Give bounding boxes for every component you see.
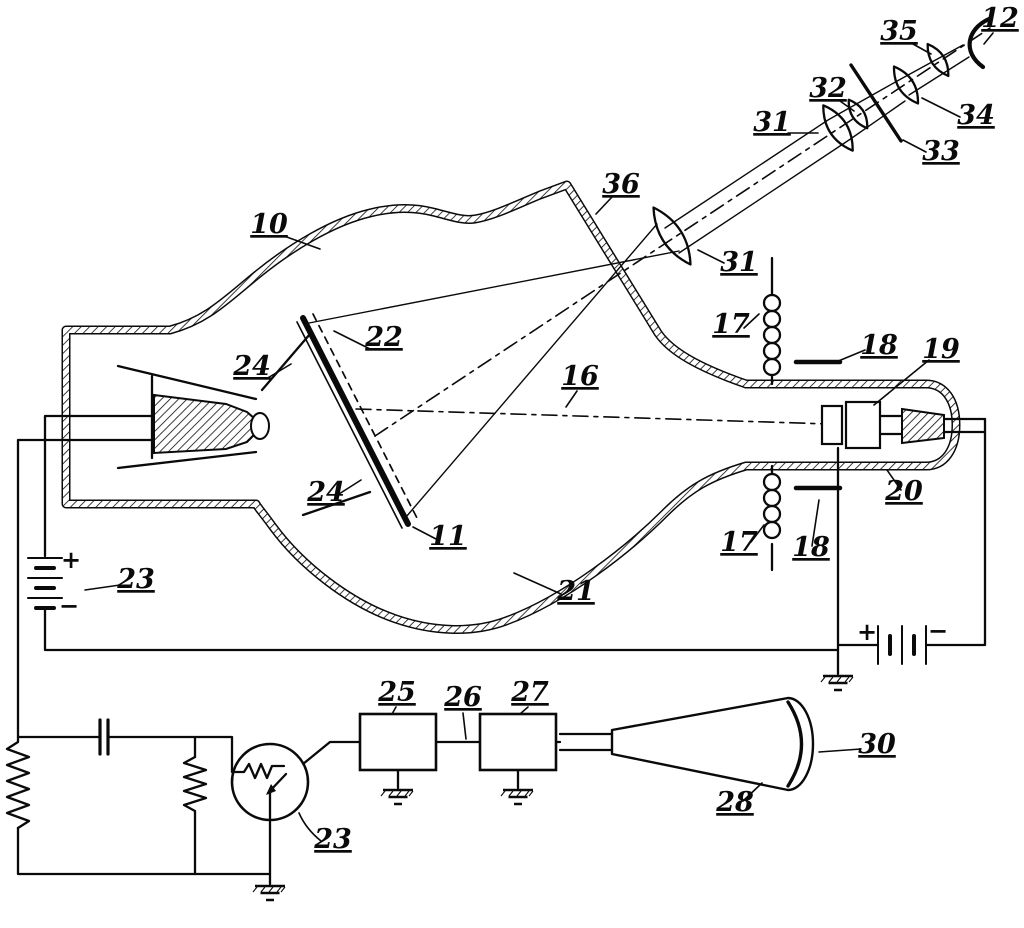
focusing-coil-top bbox=[762, 256, 782, 386]
support-struts bbox=[260, 332, 372, 517]
ref-label-23-tube: 23 bbox=[313, 824, 352, 855]
battery-right-plus-sign: + bbox=[857, 617, 877, 646]
gun-electrode-small bbox=[820, 404, 844, 446]
ref-label-36: 36 bbox=[602, 169, 640, 200]
capacitor bbox=[98, 718, 110, 756]
horn-throat bbox=[558, 732, 614, 752]
ref-label-26: 26 bbox=[443, 682, 482, 713]
ground-icon bbox=[499, 788, 535, 806]
box-27 bbox=[478, 712, 558, 772]
lens-32 bbox=[847, 98, 869, 130]
ref-label-25: 25 bbox=[377, 677, 416, 708]
ref-label-28: 28 bbox=[715, 787, 754, 818]
ref-label-24-top: 24 bbox=[232, 351, 271, 382]
ground-icon bbox=[379, 788, 415, 806]
tube-envelope bbox=[61, 180, 961, 634]
ref-label-18-top: 18 bbox=[860, 330, 898, 361]
reference-numerals: 10 36 31 31 32 33 34 35 12 22 24 24 11 1… bbox=[59, 3, 1019, 855]
stem-press bbox=[153, 393, 256, 455]
battery-right-minus-sign: − bbox=[928, 616, 948, 645]
tube-cathode-arrow bbox=[266, 784, 276, 795]
electron-gun bbox=[820, 400, 987, 450]
gun-press bbox=[901, 407, 945, 445]
battery-left-plus-sign: + bbox=[61, 545, 81, 574]
ref-label-17-bottom: 17 bbox=[720, 527, 758, 558]
circuit-wiring bbox=[16, 414, 987, 886]
lens-31-first bbox=[652, 206, 692, 266]
deflection-system bbox=[762, 256, 843, 572]
battery-left-minus-sign: − bbox=[59, 591, 79, 620]
ref-label-11: 11 bbox=[429, 521, 467, 552]
ref-label-21: 21 bbox=[556, 576, 595, 607]
ref-label-30: 30 bbox=[858, 729, 896, 760]
battery-right bbox=[877, 625, 927, 665]
scanning-beam-line bbox=[355, 408, 831, 425]
ref-label-17-top: 17 bbox=[712, 309, 750, 340]
mirror-back-line bbox=[296, 321, 403, 529]
ref-label-34: 34 bbox=[957, 100, 995, 131]
box-25 bbox=[358, 712, 438, 772]
ref-label-31-second: 31 bbox=[753, 107, 791, 138]
focusing-coil-bottom bbox=[762, 464, 782, 572]
ref-label-33: 33 bbox=[922, 136, 960, 167]
stem-electrode-tip bbox=[250, 412, 270, 440]
aperture-plate-33 bbox=[849, 63, 903, 143]
ref-label-16: 16 bbox=[561, 361, 599, 392]
ground-icon bbox=[251, 884, 287, 902]
leader-lines bbox=[84, 32, 994, 842]
axis-lines bbox=[308, 27, 991, 518]
ref-label-22: 22 bbox=[364, 322, 403, 353]
oscillator-circuit bbox=[5, 718, 310, 830]
lens-35 bbox=[926, 42, 950, 78]
lens-34 bbox=[892, 65, 920, 105]
lens-31-second bbox=[822, 104, 854, 152]
ref-label-27: 27 bbox=[510, 677, 549, 708]
mirror-dashed-face bbox=[312, 313, 419, 521]
mirror-plate bbox=[300, 315, 411, 527]
battery-left bbox=[27, 557, 63, 610]
ref-label-31-first: 31 bbox=[720, 247, 758, 278]
target-mirror bbox=[260, 313, 419, 529]
ref-label-24-bottom: 24 bbox=[306, 477, 345, 508]
ref-label-23-battery: 23 bbox=[116, 564, 155, 595]
ground-symbols bbox=[251, 674, 855, 902]
tube-internal-resistor bbox=[231, 762, 286, 780]
ref-label-10: 10 bbox=[250, 209, 288, 240]
ref-label-18-bottom: 18 bbox=[792, 532, 830, 563]
resistor-right bbox=[182, 755, 208, 815]
ref-label-12: 12 bbox=[981, 3, 1019, 34]
gun-electrode-large bbox=[844, 400, 882, 450]
film-plane-12 bbox=[967, 16, 992, 70]
optical-train bbox=[652, 16, 992, 266]
ground-icon bbox=[819, 674, 855, 692]
horn-mouth-rim bbox=[786, 700, 804, 788]
gun-leads bbox=[942, 417, 987, 434]
ref-label-32: 32 bbox=[809, 73, 847, 104]
ref-label-20: 20 bbox=[884, 476, 923, 507]
resistor-left bbox=[5, 735, 31, 830]
ref-label-19: 19 bbox=[922, 334, 960, 365]
output-chain bbox=[358, 696, 815, 792]
ref-label-35: 35 bbox=[880, 16, 918, 47]
horn-speaker bbox=[610, 696, 815, 792]
